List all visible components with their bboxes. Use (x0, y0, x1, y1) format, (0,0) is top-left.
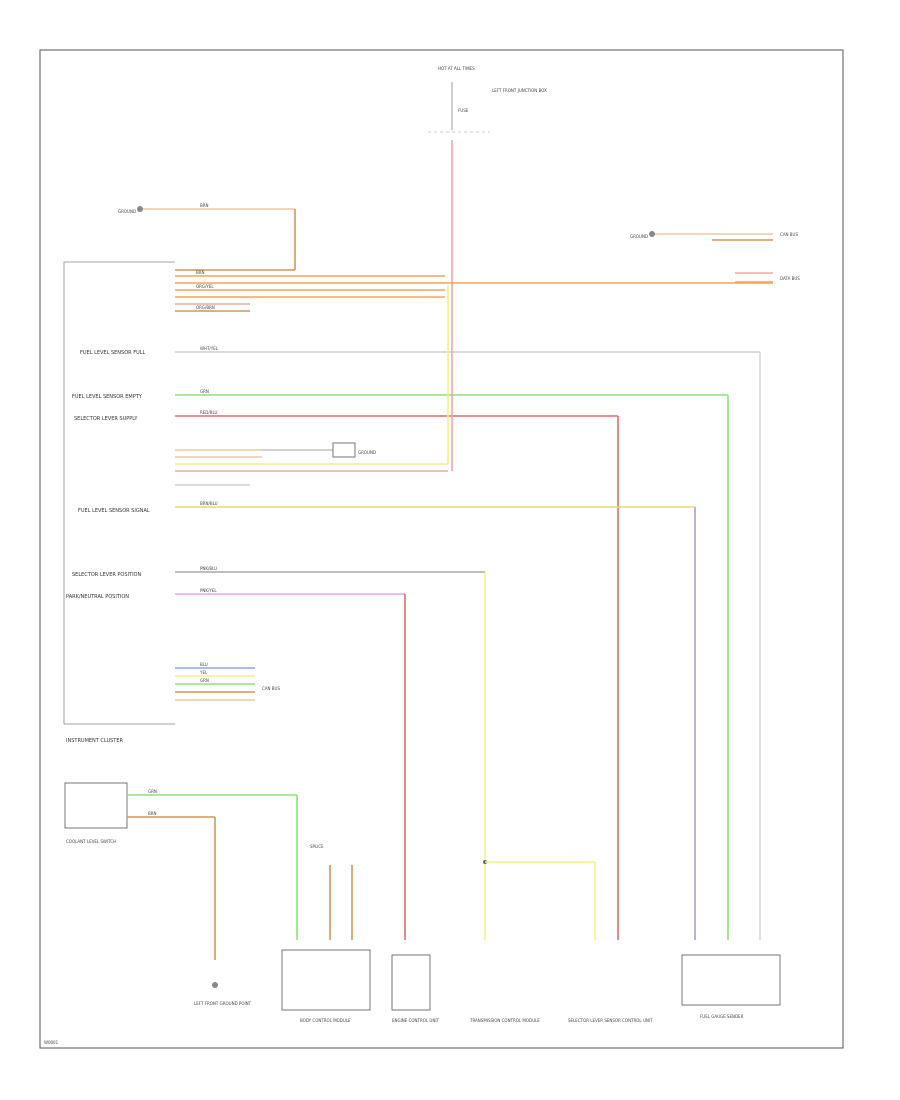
splice-label: SPLICE (310, 844, 324, 849)
park-neutral-wire-color: PNK/YEL (200, 588, 217, 593)
instrument-cluster-label: INSTRUMENT CLUSTER (66, 738, 124, 744)
engine-control-unit-box (391, 954, 431, 1011)
row6-wire-color: ORG/BRN (196, 305, 215, 310)
instrument-cluster-outline (63, 261, 175, 725)
transmission-control-label: TRANSMISSION CONTROL MODULE (469, 1018, 540, 1023)
hot-at-all-times-label: HOT AT ALL TIMES (438, 66, 475, 71)
ground-point-bottom (212, 982, 218, 988)
fuel-gauge-sender-label: FUEL GAUGE SENDER (700, 1014, 744, 1019)
bottom-row1-wire-color: BLU (200, 662, 208, 667)
coolant-grn-wire-color: GRN (148, 789, 157, 794)
engine-control-unit-label: ENGINE CONTROL UNIT (392, 1018, 439, 1023)
fuel-level-sensor-signal-label: FUEL LEVEL SENSOR SIGNAL (78, 508, 150, 514)
row3-wire-color: ORG/YEL (196, 284, 214, 289)
ground-right-label: GROUND (630, 234, 648, 239)
ground-connector-top (137, 206, 143, 212)
bottom-row2-wire-color: YEL (199, 670, 208, 675)
ground-connector-right (649, 231, 655, 237)
fuel-empty-wire-color: GRN (200, 389, 209, 394)
fuel-level-sensor-empty-label: FUEL LEVEL SENSOR EMPTY (72, 394, 143, 400)
ground-mid-label: GROUND (358, 450, 376, 455)
park-neutral-position-label: PARK/NEUTRAL POSITION (66, 594, 129, 600)
ground-mid-connector (332, 442, 356, 458)
coolant-level-switch-box (64, 782, 128, 829)
can-bus-bottom-label: CAN BUS (262, 686, 280, 691)
diagram-frame (39, 49, 844, 1049)
ground-top-wire-color: BRN (200, 203, 209, 208)
footer-code: W0001 (44, 1040, 59, 1045)
bcm-label: BODY CONTROL MODULE (300, 1018, 351, 1023)
selector-lever-sensor-label: SELECTOR LEVER SENSOR CONTROL UNIT (568, 1018, 653, 1023)
bcm-box (281, 949, 371, 1011)
coolant-level-switch-label: COOLANT LEVEL SWITCH (66, 839, 116, 844)
coolant-brn-wire-color: BRN (148, 811, 157, 816)
selector-lever-supply-label: SELECTOR LEVER SUPPLY (74, 416, 138, 422)
left-front-junction-label: LEFT FRONT JUNCTION BOX (492, 88, 547, 93)
selector-supply-wire-color: RED/BLU (200, 410, 218, 415)
fuse-label: FUSE (458, 108, 469, 113)
fuel-signal-wire-color: BRN/BLU (200, 501, 218, 506)
fuel-full-wire-color: WHT/YEL (200, 346, 219, 351)
row1-wire-color: BRN (196, 270, 205, 275)
selector-lever-position-label: SELECTOR LEVER POSITION (72, 572, 141, 578)
selector-position-wire-color: PNK/BLU (200, 566, 217, 571)
ground-top-label: GROUND (118, 209, 136, 214)
fuel-level-sensor-full-label: FUEL LEVEL SENSOR FULL (80, 350, 146, 356)
can-bus-label: CAN BUS (780, 232, 798, 237)
bottom-row3-wire-color: GRN (200, 678, 209, 683)
fuel-gauge-sender-box (681, 954, 781, 1006)
left-front-ground-point-label: LEFT FRONT GROUND POINT (194, 1001, 252, 1006)
data-bus-label: DATA BUS (780, 276, 800, 281)
